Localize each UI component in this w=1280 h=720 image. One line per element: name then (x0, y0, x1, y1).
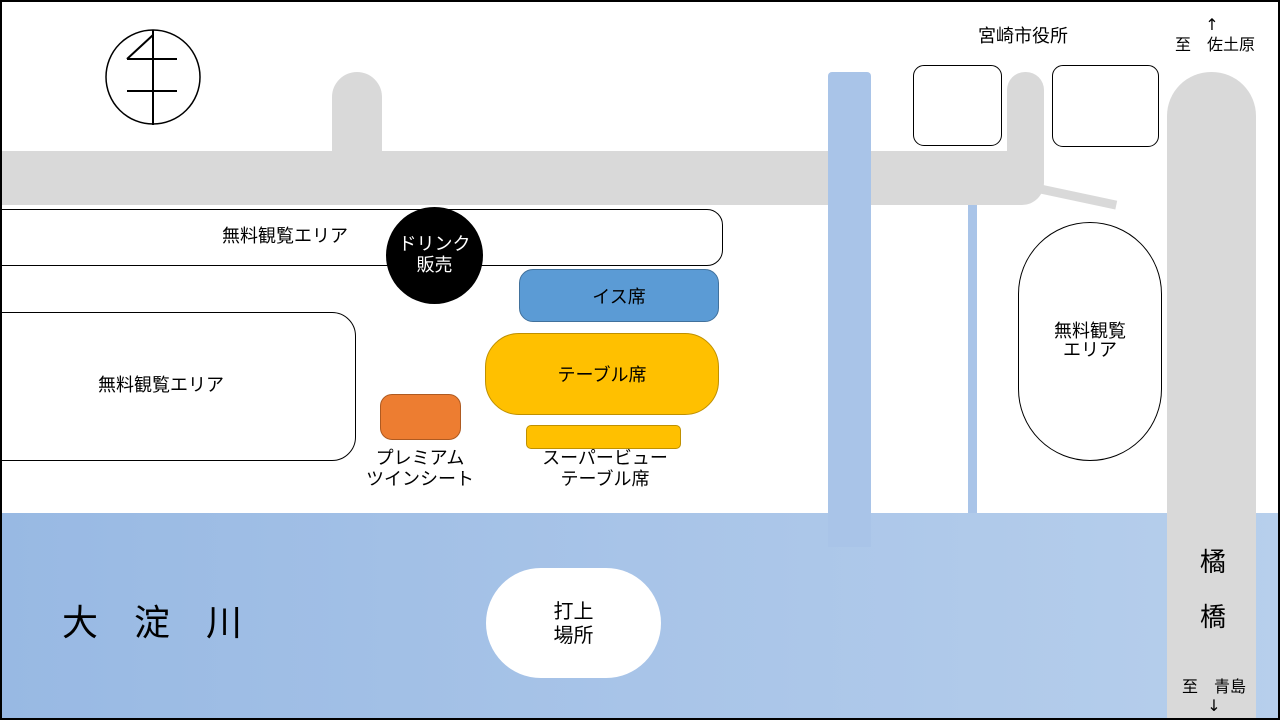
free-viewing-area-right-label-2: エリア (1063, 339, 1117, 361)
table-seats-label: テーブル席 (557, 365, 647, 386)
river-name: 大 淀 川 (62, 603, 243, 644)
launch-site-label-1: 打上 (553, 599, 594, 623)
bridge-name-char-2: 橋 (1199, 603, 1226, 633)
super-view-label-1: スーパービュー (542, 448, 668, 469)
city-hall-side-road (1007, 72, 1044, 172)
free-viewing-area-right[interactable]: 無料観覧 エリア (1018, 222, 1162, 461)
free-viewing-area-right-label-1: 無料観覧 (1054, 320, 1126, 342)
free-viewing-area-top[interactable]: 無料観覧エリア (0, 209, 723, 266)
north-arrow-icon (105, 29, 201, 125)
drink-stand-label-2: 販売 (416, 254, 453, 276)
super-view-label-2: テーブル席 (560, 469, 650, 490)
left-side-road (332, 72, 382, 162)
free-viewing-area-top-label: 無料観覧エリア (222, 226, 348, 248)
main-road (0, 151, 1044, 205)
right-main-road (1167, 72, 1256, 720)
canal-narrow (968, 205, 977, 513)
chair-seats[interactable]: イス席 (519, 269, 719, 322)
premium-twin-seats[interactable] (380, 394, 461, 440)
city-hall-building-right (1052, 65, 1159, 147)
canal-wide (828, 72, 871, 547)
south-destination: 至 青島 (1181, 677, 1246, 696)
free-viewing-area-left[interactable]: 無料観覧エリア (0, 312, 356, 461)
chair-seats-label: イス席 (592, 286, 646, 308)
city-hall-label: 宮崎市役所 (978, 26, 1068, 47)
drink-stand[interactable]: ドリンク 販売 (386, 207, 483, 304)
launch-site[interactable]: 打上 場所 (486, 568, 661, 678)
super-view-table-seats[interactable] (526, 425, 681, 449)
premium-twin-label-2: ツインシート (366, 469, 474, 490)
free-viewing-area-left-label: 無料観覧エリア (98, 375, 224, 397)
launch-site-label-2: 場所 (553, 623, 594, 647)
city-hall-building-left (913, 65, 1002, 146)
north-destination: 至 佐土原 (1174, 35, 1255, 54)
bridge-name-char-1: 橘 (1199, 548, 1226, 578)
premium-twin-label-1: プレミアム (375, 448, 465, 469)
diagonal-road (1037, 184, 1118, 210)
north-arrow: ↑ (1205, 15, 1219, 34)
drink-stand-label-1: ドリンク (398, 233, 471, 255)
table-seats[interactable]: テーブル席 (485, 333, 719, 415)
south-arrow: ↓ (1207, 696, 1221, 715)
